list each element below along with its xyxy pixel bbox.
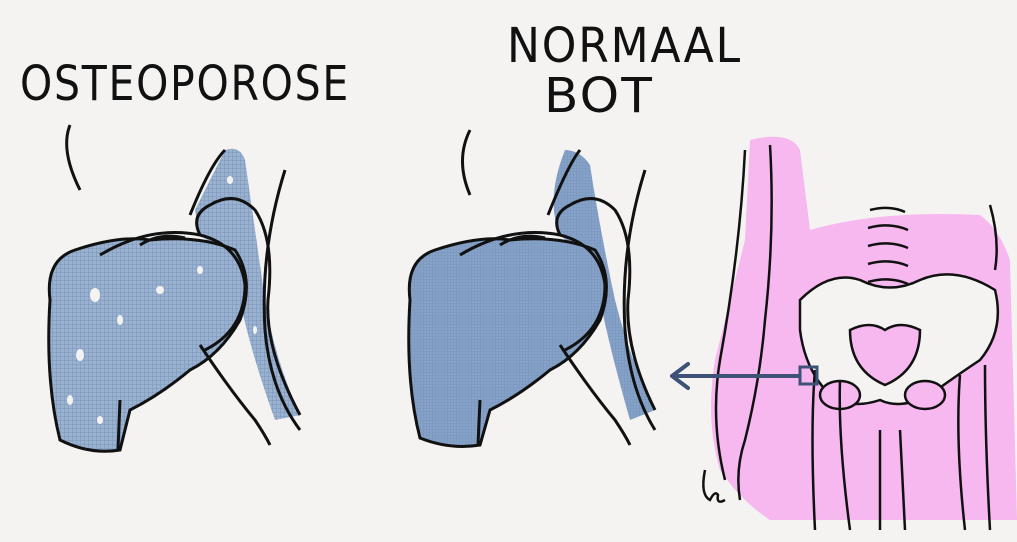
normaal-title: NORMAAL bbox=[507, 18, 742, 74]
normal-hip-joint bbox=[409, 130, 655, 446]
pelvis-body-illustration bbox=[703, 137, 1017, 530]
bot-title: BOT bbox=[544, 68, 654, 124]
osteoporotic-hip-joint bbox=[49, 125, 300, 451]
osteoporose-title: OSTEOPOROSE bbox=[20, 56, 350, 112]
